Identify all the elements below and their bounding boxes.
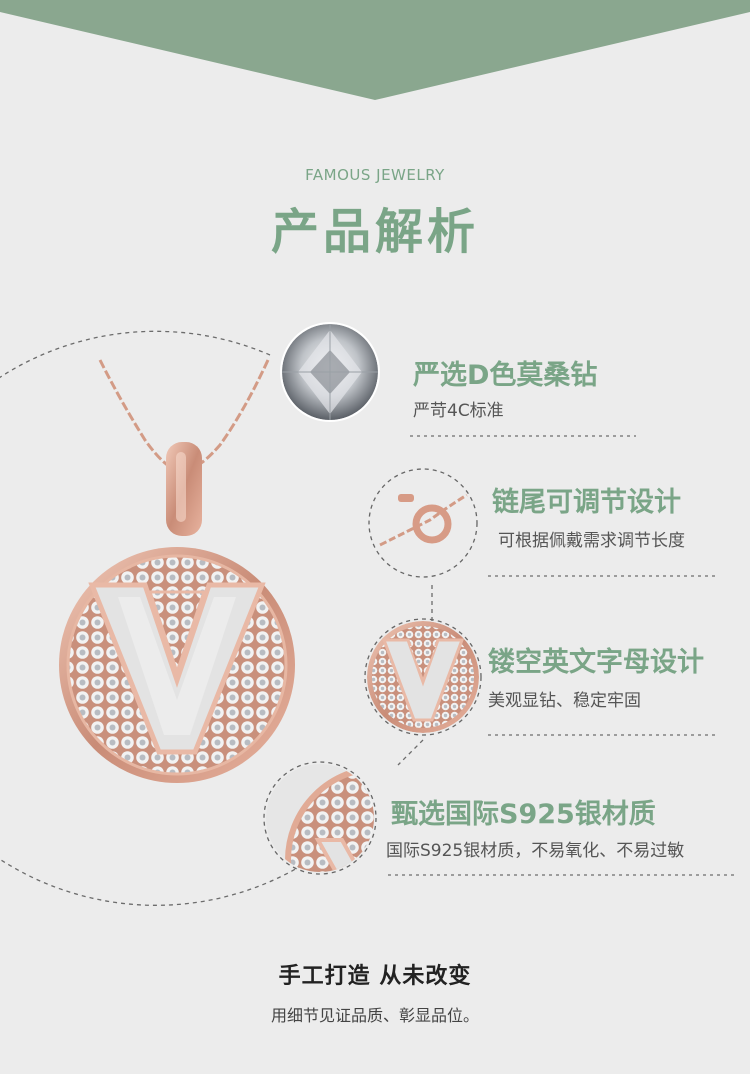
feature-desc: 国际S925银材质，不易氧化、不易过敏 <box>386 841 685 861</box>
header-eyebrow: FAMOUS JEWELRY <box>305 166 445 184</box>
footer-subtitle: 用细节见证品质、彰显品位。 <box>270 1006 479 1025</box>
feature-title: 严选D色莫桑钻 <box>413 360 598 391</box>
page-title: 产品解析 <box>270 204 479 260</box>
footer-title: 手工打造 从未改变 <box>278 964 472 989</box>
diamond-icon <box>280 322 380 422</box>
feature-title: 甄选国际S925银材质 <box>391 799 656 830</box>
dashed-guide-vertical <box>397 585 433 766</box>
feature-title: 链尾可调节设计 <box>492 487 681 518</box>
clasp-icon <box>368 468 478 578</box>
feature-desc: 严苛4C标准 <box>413 401 504 421</box>
feature-desc: 美观显钻、稳定牢固 <box>488 691 641 711</box>
pendant <box>59 547 295 783</box>
top-banner <box>0 0 750 100</box>
feature-title: 镂空英文字母设计 <box>488 647 704 678</box>
letter-v-pendant-icon <box>364 618 482 736</box>
feature-desc: 可根据佩戴需求调节长度 <box>498 531 685 551</box>
